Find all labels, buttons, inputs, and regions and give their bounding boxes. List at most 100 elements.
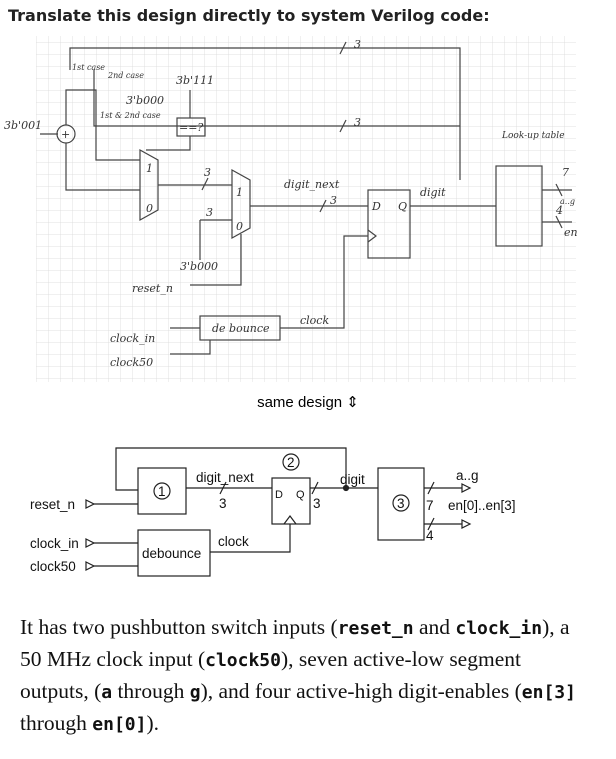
code-clock-in: clock_in (455, 618, 543, 639)
slash3 (201, 177, 209, 191)
circle3-label: 3 (397, 496, 405, 511)
clock50-pin (85, 561, 96, 571)
ff-block (271, 477, 311, 525)
reset-wire (190, 234, 242, 286)
debounce-out (210, 524, 291, 553)
tick2 (555, 215, 563, 229)
feedback-wire-top (69, 47, 461, 180)
ff-d-label: D (275, 489, 283, 501)
reset-sketch: reset_n (132, 282, 173, 295)
circle2 (282, 453, 300, 471)
para-text-6: ), and four active-high digit-enables ( (200, 679, 522, 703)
mux2-in1: 1 (236, 186, 243, 199)
out-4: 4 (555, 204, 563, 217)
bus-3-top: 3 (354, 38, 361, 51)
en-label: en[0]..en[3] (448, 498, 516, 513)
bus-4: 4 (426, 528, 434, 543)
debounce-out (280, 235, 368, 329)
tick1 (555, 183, 563, 197)
bus-3-b: 3 (206, 206, 213, 219)
first-second-case: 1st & 2nd case (100, 111, 161, 120)
digit-sketch: digit (420, 186, 446, 199)
const-3b001: 3b'001 (4, 119, 42, 132)
mux1-in1: 1 (146, 162, 153, 175)
adder-to-mux (65, 89, 140, 161)
clock50-label: clock50 (30, 559, 76, 574)
para-text-2: and (413, 615, 456, 639)
slash-4 (427, 517, 435, 531)
out-en-arrow (461, 519, 472, 529)
block-diagram: 1 2 3 digit_next 3 D Q 3 digit a..g 7 en… (30, 447, 516, 577)
clock-in-label: clock_in (30, 536, 79, 551)
out-7: 7 (562, 166, 569, 179)
digit-label: digit (340, 472, 365, 487)
clock-sketch: clock (300, 314, 329, 327)
mux2-in0: 0 (236, 220, 243, 233)
adder-plus: + (61, 128, 70, 141)
feedback-wire-2 (93, 70, 460, 127)
clk50-wire (170, 340, 211, 355)
caption: same design ⇕ (257, 394, 359, 411)
clock-in-sketch: clock_in (110, 332, 155, 345)
cmp-box (176, 117, 206, 137)
para-text-5: through (112, 679, 190, 703)
adder-down (65, 143, 140, 191)
mux2-shape (231, 168, 251, 240)
sketch-diagram: 3 3b'111 3b'001 + ==? 1st case 2nd case … (4, 36, 578, 382)
block1 (137, 467, 187, 515)
bus-3-mid: 3 (354, 116, 361, 129)
description-paragraph: It has two pushbutton switch inputs (res… (20, 612, 590, 740)
ff-d-sketch: D (371, 200, 381, 213)
cmp-label: ==? (179, 121, 203, 134)
para-text-8: ). (146, 711, 159, 735)
first-case: 1st case (72, 63, 105, 72)
para-text-4: ), seven active-low segment outputs, ( (20, 647, 521, 703)
clockin-pin (85, 538, 96, 548)
clock50-sketch: clock50 (110, 356, 153, 369)
mux1-shape (139, 148, 159, 222)
debounce-label: debounce (142, 546, 201, 561)
para-text-3: ), a 50 MHz clock input ( (20, 615, 570, 671)
slash4 (319, 199, 327, 213)
bus-3-c: 3 (330, 194, 337, 207)
grid-paper (36, 36, 576, 382)
bus-7: 7 (426, 498, 434, 513)
lookup-box (495, 165, 543, 247)
code-a: a (101, 682, 113, 703)
circle2-label: 2 (287, 455, 295, 470)
digit-next-sketch: digit_next (284, 178, 340, 191)
slash-7 (427, 481, 435, 495)
bus-3a: 3 (219, 496, 227, 511)
ff-clk-tri (283, 515, 297, 525)
reset-n-label: reset_n (30, 497, 75, 512)
ag-label: a..g (456, 468, 479, 483)
para-text-7: through (20, 711, 93, 735)
mux1-in0: 0 (146, 202, 153, 215)
debounce-block (137, 529, 211, 577)
feedback-loop (115, 447, 347, 491)
junction (342, 484, 350, 492)
slash-b (311, 481, 319, 495)
circle3 (392, 494, 410, 512)
reset-pin (85, 499, 96, 509)
out-ag-sketch: a..g (560, 197, 575, 206)
const-3b111: 3b'111 (176, 74, 214, 87)
code-en3: en[3] (521, 682, 576, 703)
block3 (377, 467, 425, 541)
ff-box (367, 189, 411, 259)
circle1-label: 1 (158, 484, 166, 499)
clock-label: clock (218, 534, 249, 549)
const-3b000-b: 3'b000 (180, 260, 218, 273)
lookup-label: Look-up table (501, 131, 565, 141)
ff-q-sketch: Q (398, 200, 407, 213)
slash1 (339, 41, 347, 55)
code-g: g (189, 682, 201, 703)
ff-q-label: Q (296, 489, 305, 501)
page-title: Translate this design directly to system… (8, 6, 490, 25)
ff-clk (367, 229, 377, 243)
debounce-sketch: de bounce (212, 322, 270, 335)
out-ag-arrow (461, 483, 472, 493)
bus-3b: 3 (313, 496, 321, 511)
cmp-sel (146, 136, 191, 151)
code-clock50: clock50 (205, 650, 281, 671)
